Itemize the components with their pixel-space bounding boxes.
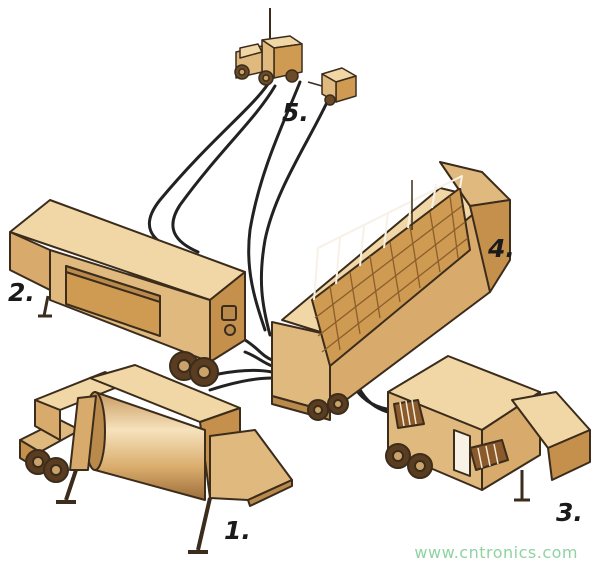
watermark-text: www.cntronics.com (414, 543, 578, 562)
label-unit-5: 5. (282, 98, 309, 127)
unit-4-radar-trailer (271, 161, 511, 421)
label-unit-3: 3. (556, 498, 583, 527)
label-unit-1: 1. (224, 516, 251, 545)
unit-5-generator (307, 67, 357, 106)
unit-3-shelter (385, 355, 591, 502)
unit-1-antenna-trailer (19, 364, 293, 554)
unit-2-trailer (9, 199, 246, 387)
label-unit-2: 2. (8, 278, 35, 307)
unit-5-truck (234, 8, 303, 86)
label-unit-4: 4. (488, 234, 515, 263)
